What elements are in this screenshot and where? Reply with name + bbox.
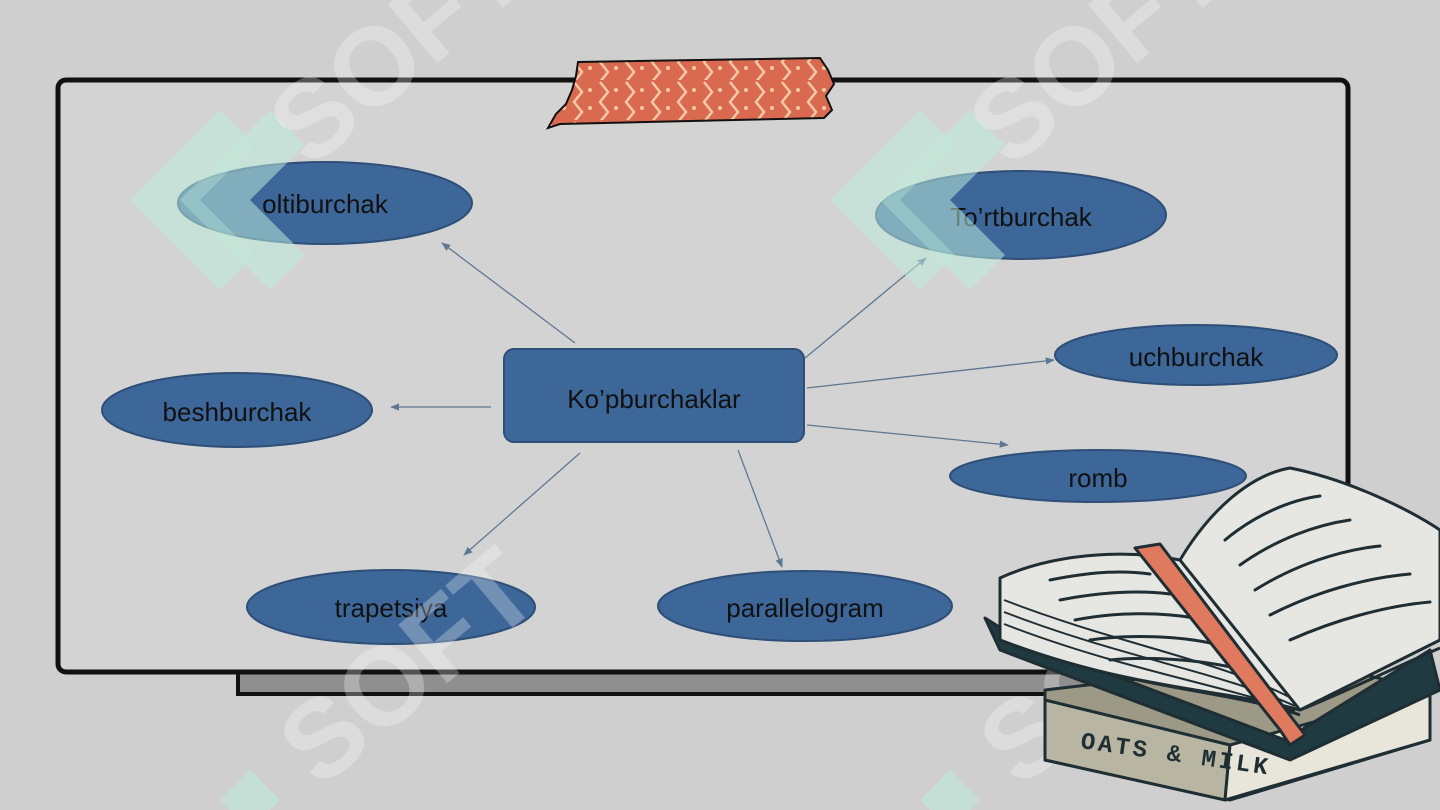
center-node-label: Ko’pburchaklar [567, 384, 741, 414]
arrow-to-uchburchak [806, 357, 1055, 389]
node-label: beshburchak [163, 397, 313, 427]
connector-arrows [390, 242, 1055, 568]
node-romb[interactable]: romb [949, 449, 1247, 503]
arrow-to-oltiburchak [441, 242, 576, 344]
washi-tape-icon [545, 56, 836, 130]
node-label: trapetsiya [335, 593, 448, 623]
node-label: romb [1068, 463, 1127, 493]
arrow-to-parallelogram [737, 449, 783, 568]
arrow-to-romb [806, 424, 1009, 448]
center-node[interactable]: Ko’pburchaklar [503, 348, 805, 443]
node-label: parallelogram [726, 593, 884, 623]
node-parallelogram[interactable]: parallelogram [657, 570, 953, 642]
node-label: uchburchak [1129, 342, 1264, 372]
node-beshburchak[interactable]: beshburchak [101, 372, 373, 448]
node-label: oltiburchak [262, 189, 389, 219]
watermark-logo-icon [130, 110, 1005, 810]
node-trapetsiya[interactable]: trapetsiya [246, 569, 536, 645]
node-uchburchak[interactable]: uchburchak [1054, 324, 1338, 386]
arrow-to-trapetsiya [463, 452, 581, 556]
books-illustration-icon: OATS & MILK [983, 466, 1440, 802]
